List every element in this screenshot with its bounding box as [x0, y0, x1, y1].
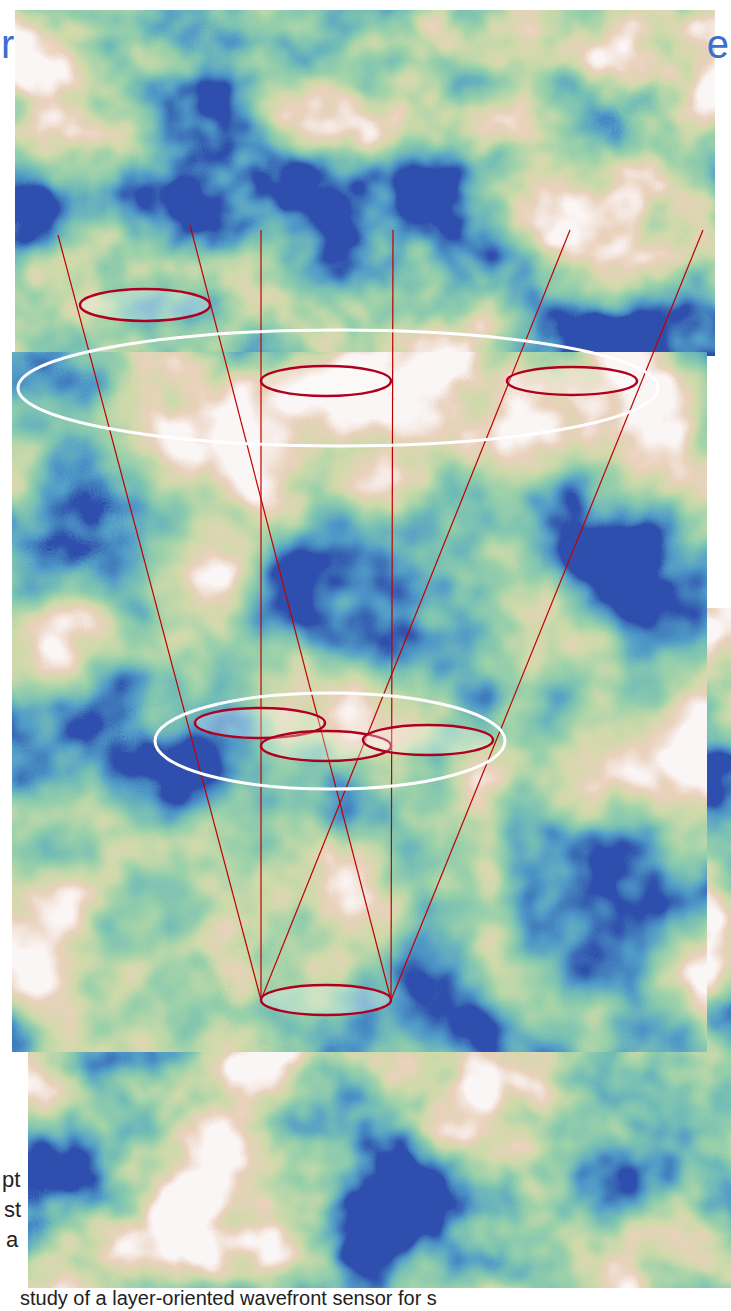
caption-fragment: study of a layer-oriented wavefront sens… — [20, 1287, 437, 1309]
middle-phase-screen — [12, 352, 707, 1052]
title-fragment: r — [1, 22, 14, 66]
layer-metapupil — [155, 693, 505, 789]
layer-metapupil — [18, 330, 658, 446]
title-fragment: e — [707, 22, 729, 66]
high-phase-screen — [15, 10, 715, 356]
text-fragment: pt — [2, 1168, 20, 1192]
text-fragment: a — [6, 1228, 18, 1252]
beam-footprint — [80, 289, 637, 1015]
text-fragment: st — [4, 1198, 21, 1222]
